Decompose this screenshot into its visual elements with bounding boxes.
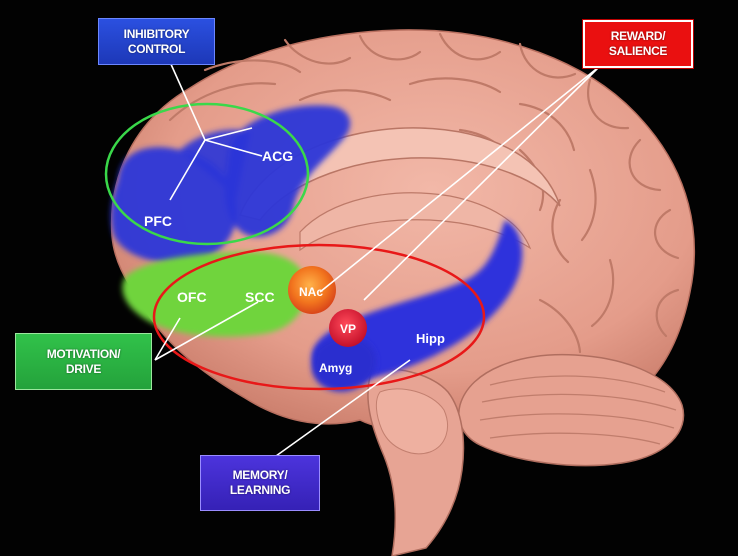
reward-line1: REWARD/	[611, 29, 666, 44]
label-scc: SCC	[245, 289, 275, 305]
orbitofrontal-green-region	[122, 252, 306, 337]
inhibitory-control-box: INHIBITORY CONTROL	[98, 18, 215, 65]
memory-learning-box: MEMORY/ LEARNING	[200, 455, 320, 511]
motivation-drive-box: MOTIVATION/ DRIVE	[15, 333, 152, 390]
reward-line2: SALIENCE	[609, 44, 667, 59]
memory-line1: MEMORY/	[233, 468, 288, 483]
motivation-line1: MOTIVATION/	[47, 347, 121, 362]
reward-salience-box: REWARD/ SALIENCE	[583, 20, 693, 68]
label-vp: VP	[340, 322, 356, 336]
memory-line2: LEARNING	[230, 483, 290, 498]
label-amyg: Amyg	[319, 361, 352, 375]
label-nac: NAc	[299, 285, 323, 299]
label-acg: ACG	[262, 148, 293, 164]
motivation-line2: DRIVE	[66, 362, 101, 377]
label-hipp: Hipp	[416, 331, 445, 346]
inhibitory-line1: INHIBITORY	[124, 27, 190, 42]
label-pfc: PFC	[144, 213, 172, 229]
label-ofc: OFC	[177, 289, 207, 305]
inhibitory-line2: CONTROL	[128, 42, 185, 57]
